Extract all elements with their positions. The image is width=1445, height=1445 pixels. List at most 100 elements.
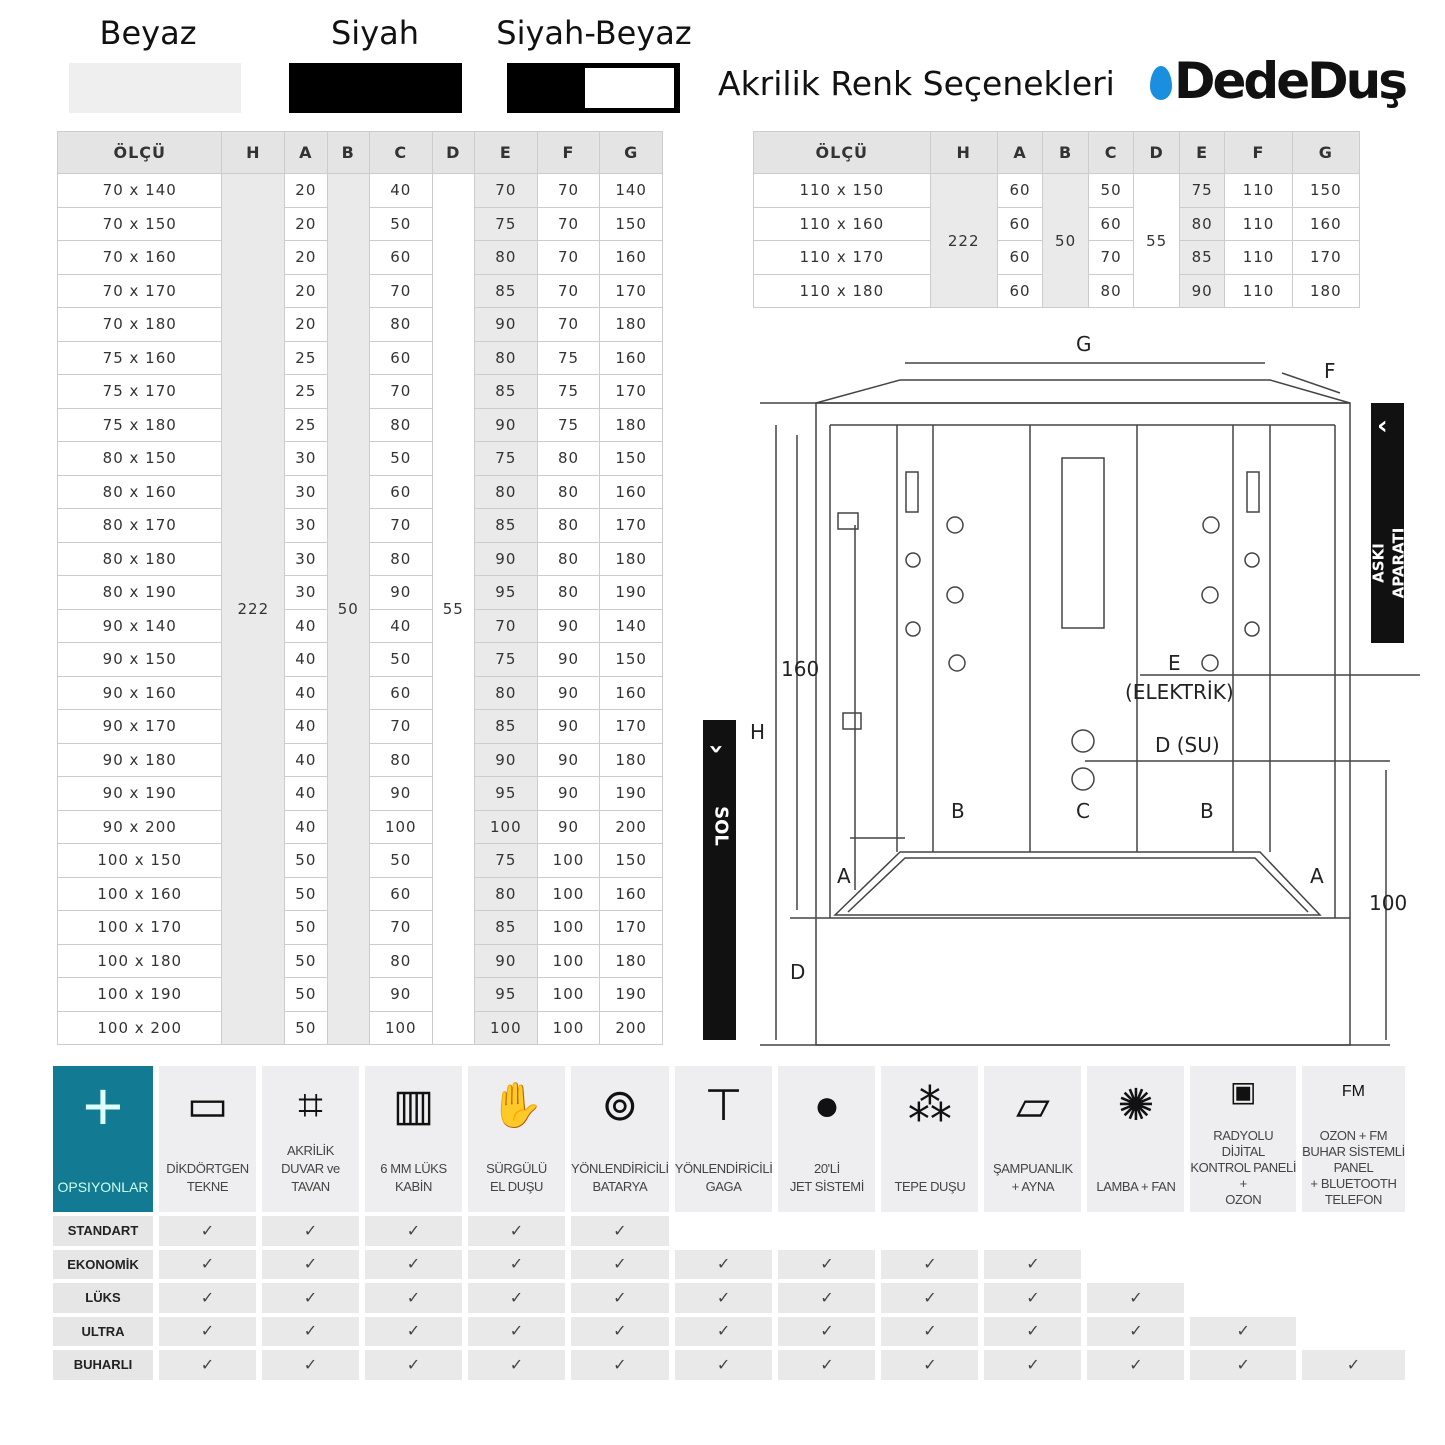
check-icon: ✓ xyxy=(571,1350,669,1380)
left-label: SOL xyxy=(710,806,732,846)
size-cell: 90 x 190 xyxy=(56,776,223,811)
a-cell: 40 xyxy=(284,809,328,844)
e-cell: 85 xyxy=(474,508,538,543)
color-label-white: Beyaz xyxy=(99,14,197,52)
h-cell: 222 xyxy=(221,173,286,1045)
feature-label: YÖNLENDİRİCİLİ BATARYA xyxy=(571,1161,669,1194)
shelf-mirror-icon: ▱ xyxy=(1015,1081,1050,1130)
package-name: LÜKS xyxy=(53,1283,153,1313)
size-cell: 100 x 190 xyxy=(56,977,223,1012)
a-cell: 40 xyxy=(284,675,328,710)
a-cell: 50 xyxy=(284,977,328,1012)
column-header: B xyxy=(1042,131,1089,174)
check-icon: ✓ xyxy=(468,1283,565,1313)
f-cell: 110 xyxy=(1224,273,1293,308)
g-cell: 170 xyxy=(599,709,663,744)
size-cell: 70 x 160 xyxy=(56,240,223,275)
g-cell: 170 xyxy=(599,273,663,308)
f-cell: 100 xyxy=(536,876,601,911)
left-side-bar: ‹ SOL xyxy=(700,720,736,1040)
g-cell: 200 xyxy=(599,809,663,844)
feature-label: RADYOLU DİJİTAL KONTROL PANELİ + OZON xyxy=(1190,1128,1297,1207)
g-cell: 150 xyxy=(599,206,663,241)
a-cell: 30 xyxy=(284,474,328,509)
brand-name: DedeDuş xyxy=(1174,52,1408,110)
f-cell: 90 xyxy=(536,675,601,710)
column-header: ÖLÇÜ xyxy=(56,131,223,174)
check-icon: ✓ xyxy=(365,1350,462,1380)
feature-header: ▭DİKDÖRTGEN TEKNE xyxy=(159,1066,256,1212)
f-cell: 75 xyxy=(536,407,601,442)
column-header: B xyxy=(326,131,370,174)
check-icon: ✓ xyxy=(159,1316,256,1346)
e-cell: 75 xyxy=(474,206,538,241)
check-icon: ✓ xyxy=(365,1316,462,1346)
f-cell: 100 xyxy=(536,977,601,1012)
size-cell: 80 x 180 xyxy=(56,541,223,576)
empty-cell xyxy=(984,1216,1081,1246)
size-cell: 75 x 170 xyxy=(56,374,223,409)
label-elektrik: (ELEKTRİK) xyxy=(1125,680,1234,704)
a-cell: 30 xyxy=(284,575,328,610)
c-cell: 80 xyxy=(1087,273,1135,308)
a-cell: 20 xyxy=(284,173,328,208)
c-cell: 90 xyxy=(368,776,433,811)
c-cell: 60 xyxy=(368,876,433,911)
e-cell: 90 xyxy=(474,742,538,777)
c-cell: 70 xyxy=(368,508,433,543)
package-name: ULTRA xyxy=(53,1316,153,1346)
c-cell: 50 xyxy=(1087,173,1135,208)
e-cell: 95 xyxy=(474,977,538,1012)
check-icon: ✓ xyxy=(262,1350,359,1380)
package-row: BUHARLI✓✓✓✓✓✓✓✓✓✓✓✓ xyxy=(53,1350,1405,1380)
package-name: STANDART xyxy=(53,1216,153,1246)
feature-label: 6 MM LÜKS KABİN xyxy=(380,1161,447,1194)
check-icon: ✓ xyxy=(881,1316,979,1346)
feature-header: ●20'Lİ JET SİSTEMİ xyxy=(778,1066,876,1212)
check-icon: ✓ xyxy=(571,1316,669,1346)
feature-label: SÜRGÜLÜ EL DUŞU xyxy=(486,1161,547,1194)
f-cell: 80 xyxy=(536,541,601,576)
column-header: A xyxy=(284,131,328,174)
feature-label: YÖNLENDİRİCİLİ GAGA xyxy=(674,1161,773,1194)
c-cell: 60 xyxy=(368,675,433,710)
check-icon: ✓ xyxy=(159,1249,256,1279)
feature-header: ▣RADYOLU DİJİTAL KONTROL PANELİ + OZON xyxy=(1190,1066,1296,1212)
grid-icon: ⌗ xyxy=(298,1081,323,1130)
e-cell: 85 xyxy=(1178,240,1226,275)
check-icon: ✓ xyxy=(365,1249,462,1279)
check-icon: ✓ xyxy=(674,1316,773,1346)
options-header-label: OPSIYONLAR xyxy=(57,1179,149,1195)
column-header: D xyxy=(1133,131,1180,174)
e-cell: 70 xyxy=(474,173,538,208)
check-icon: ✓ xyxy=(262,1216,359,1246)
g-cell: 150 xyxy=(1291,173,1361,208)
f-cell: 70 xyxy=(536,173,601,208)
check-icon: ✓ xyxy=(984,1283,1082,1313)
label-b-right: B xyxy=(1200,799,1214,823)
dim-label-h: H xyxy=(750,720,766,744)
g-cell: 150 xyxy=(599,441,663,476)
d-cell: 55 xyxy=(431,173,476,1045)
g-cell: 200 xyxy=(599,1010,663,1045)
f-cell: 90 xyxy=(536,709,601,744)
a-cell: 40 xyxy=(284,709,328,744)
e-cell: 85 xyxy=(474,273,538,308)
check-icon: ✓ xyxy=(262,1283,359,1313)
f-cell: 90 xyxy=(536,608,601,643)
options-header-row: +OPSIYONLAR▭DİKDÖRTGEN TEKNE⌗AKRİLİK DUV… xyxy=(53,1066,1405,1212)
empty-cell xyxy=(1087,1216,1184,1246)
package-row: ULTRA✓✓✓✓✓✓✓✓✓✓✓ xyxy=(53,1316,1405,1346)
package-row: STANDART✓✓✓✓✓ xyxy=(53,1216,1405,1246)
label-su: D (SU) xyxy=(1155,733,1220,757)
plus-icon: + xyxy=(82,1076,124,1136)
e-cell: 90 xyxy=(474,943,538,978)
check-icon: ✓ xyxy=(262,1249,359,1279)
column-header: G xyxy=(599,131,663,174)
